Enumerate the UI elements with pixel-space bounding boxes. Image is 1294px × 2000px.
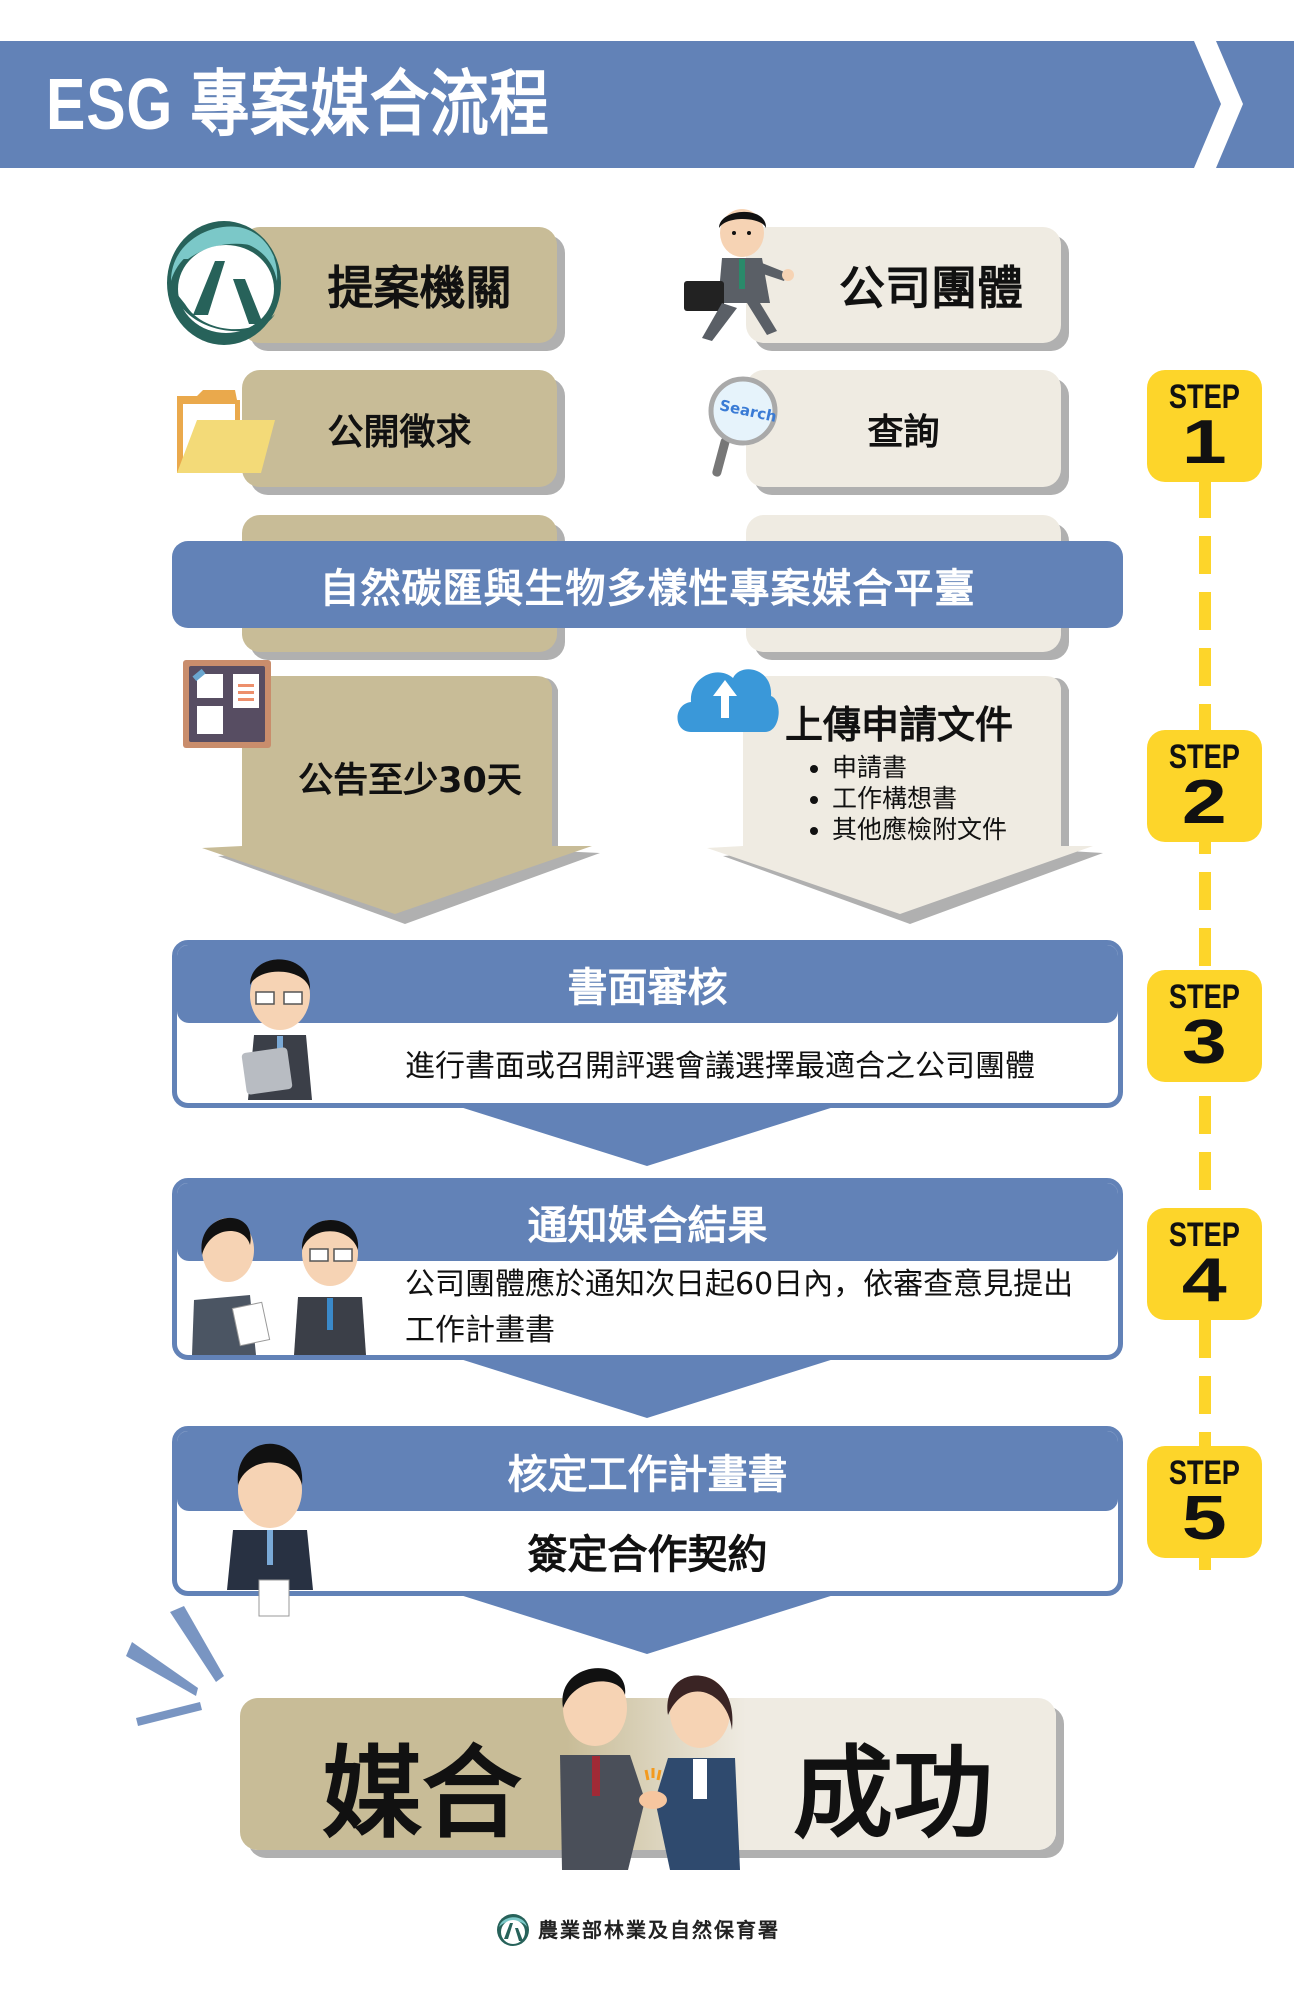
document-item: 申請書 [832, 752, 1007, 783]
search-magnifier-icon: Search [708, 376, 778, 477]
chevron-right-icon [1194, 41, 1243, 168]
two-people-discussing-icon [192, 1217, 366, 1355]
right-down-arrow [707, 676, 1103, 924]
proposing-agency-label: 提案機關 [327, 261, 512, 315]
public-solicitation-box: 公開徵求 [242, 370, 557, 487]
flow-arrow-3 [457, 1594, 837, 1654]
flow-arrow-1 [457, 1106, 837, 1166]
proposing-agency-box: 提案機關 [242, 227, 557, 343]
success-right-text: 成功 [793, 1735, 993, 1852]
reviewer-with-tablet-icon [241, 959, 312, 1100]
step-2-badge: STEP 2 [1147, 730, 1262, 842]
required-documents-list: 申請書 工作構想書 其他應檢附文件 [788, 752, 1007, 845]
step-5-badge: STEP 5 [1147, 1446, 1262, 1558]
approve-workplan-box: 核定工作計畫書 簽定合作契約 [172, 1426, 1123, 1596]
step-4-badge: STEP 4 [1147, 1208, 1262, 1320]
success-left-text: 媒合 [322, 1735, 522, 1852]
document-item: 工作構想書 [832, 783, 1007, 814]
page-title: ESG 專案媒合流程 [46, 65, 550, 145]
company-group-box: 公司團體 [746, 227, 1061, 343]
upload-documents-title: 上傳申請文件 [785, 703, 1014, 747]
approve-workplan-title: 核定工作計畫書 [177, 1431, 1118, 1511]
emphasis-burst-icon [126, 1606, 224, 1726]
folder-icon [177, 390, 275, 473]
step-1-badge: STEP 1 [1147, 370, 1262, 482]
cloud-upload-icon [677, 669, 779, 732]
footer-agency-logo-icon [497, 1914, 529, 1946]
document-review-title: 書面審核 [177, 945, 1118, 1023]
matching-platform-label: 自然碳匯與生物多樣性專案媒合平臺 [319, 565, 976, 612]
sign-contract-text: 簽定合作契約 [527, 1532, 768, 1578]
document-item: 其他應檢附文件 [832, 814, 1007, 845]
handshake-icon [560, 1668, 740, 1870]
document-review-box: 書面審核 進行書面或召開評選會議選擇最適合之公司團體 [172, 940, 1123, 1108]
left-down-arrow [202, 676, 600, 924]
matching-platform-bar[interactable]: 自然碳匯與生物多樣性專案媒合平臺 [172, 541, 1123, 628]
document-review-desc: 進行書面或召開評選會議選擇最適合之公司團體 [405, 1049, 1035, 1084]
step-3-badge: STEP 3 [1147, 970, 1262, 1082]
agency-logo-icon [167, 221, 281, 345]
announcement-duration-text: 公告至少30天 [298, 761, 522, 801]
title-banner [0, 41, 1294, 168]
inquiry-label: 查詢 [867, 411, 940, 453]
person-signing-contract-icon [227, 1443, 313, 1617]
notify-result-desc: 公司團體應於通知次日起60日內，依審查意見提出工作計畫書 [405, 1267, 1074, 1348]
company-group-label: 公司團體 [839, 261, 1023, 315]
inquiry-box: 查詢 [746, 370, 1061, 487]
footer-org-name: 農業部林業及自然保育署 [538, 1918, 780, 1942]
flow-arrow-2 [457, 1358, 837, 1418]
bulletin-board-icon [183, 660, 271, 748]
public-solicitation-label: 公開徵求 [327, 411, 472, 453]
businessman-running-icon [684, 209, 794, 341]
